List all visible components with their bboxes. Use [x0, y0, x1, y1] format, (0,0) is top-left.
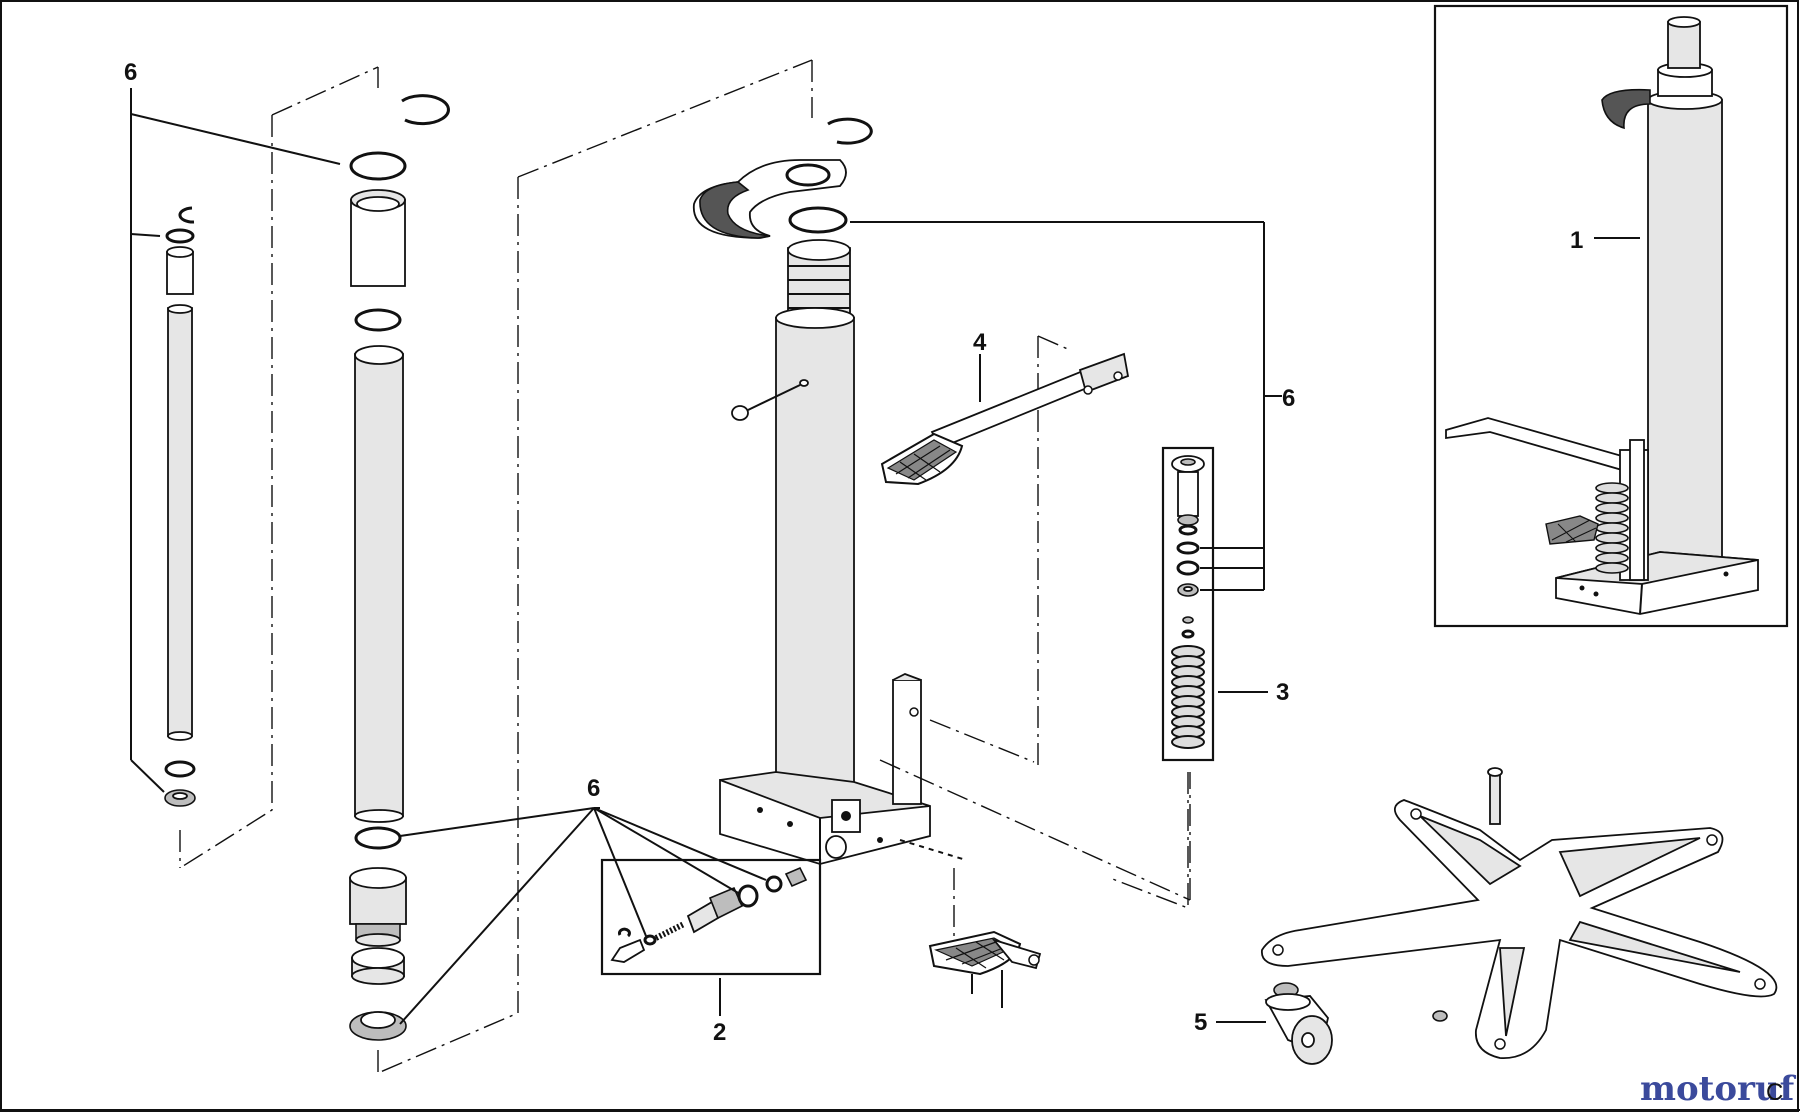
- pump-assembly-box: [1161, 446, 1215, 762]
- cylinder-stack: [349, 94, 450, 1041]
- valve-detail-box: [600, 858, 822, 976]
- callout-2: 2: [713, 1019, 726, 1046]
- caster-wheel: [1264, 982, 1333, 1065]
- callout-1: 1: [1570, 227, 1583, 254]
- callout-6-right: 6: [1282, 385, 1295, 412]
- callout-5: 5: [1194, 1009, 1207, 1036]
- star-base: [1261, 767, 1778, 1059]
- assembled-view-inset: [1433, 4, 1789, 628]
- foot-pedal-plate: [928, 930, 1042, 1008]
- watermark-logo: motoruf: [1640, 1069, 1797, 1109]
- callout-3: 3: [1276, 679, 1289, 706]
- left-piston-rod-assembly: [164, 206, 196, 807]
- main-jack-body: [693, 117, 967, 865]
- leader-lines: [130, 88, 1640, 1025]
- pedal-lever-assembly: [880, 335, 1130, 770]
- callout-6-top-left: 6: [124, 59, 137, 86]
- callout-4: 4: [973, 329, 987, 356]
- callout-6-bottom: 6: [587, 775, 600, 802]
- watermark-suffix: C: [1766, 1079, 1783, 1106]
